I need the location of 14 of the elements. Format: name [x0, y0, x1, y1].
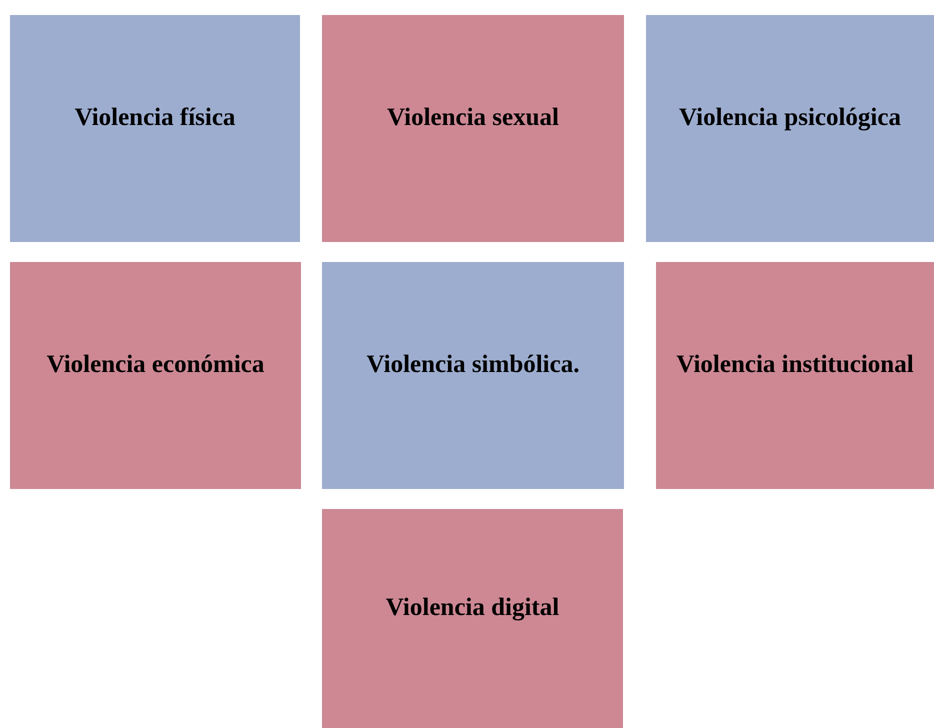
category-box: [322, 262, 624, 489]
category-box: [10, 15, 300, 242]
category-label: Violencia digital: [384, 593, 560, 624]
category-box: [10, 262, 301, 489]
category-box: [322, 15, 624, 242]
category-label: Violencia física: [74, 103, 236, 134]
category-box: [656, 262, 934, 489]
category-label: Violencia sexual: [386, 103, 560, 134]
category-label: Violencia institucional: [675, 350, 915, 380]
category-label: Violencia simbólica.: [366, 350, 580, 380]
category-label: Violencia económica: [46, 350, 266, 380]
category-box: [646, 15, 934, 242]
category-label: Violencia psicológica: [678, 103, 902, 134]
category-box: [322, 509, 623, 728]
